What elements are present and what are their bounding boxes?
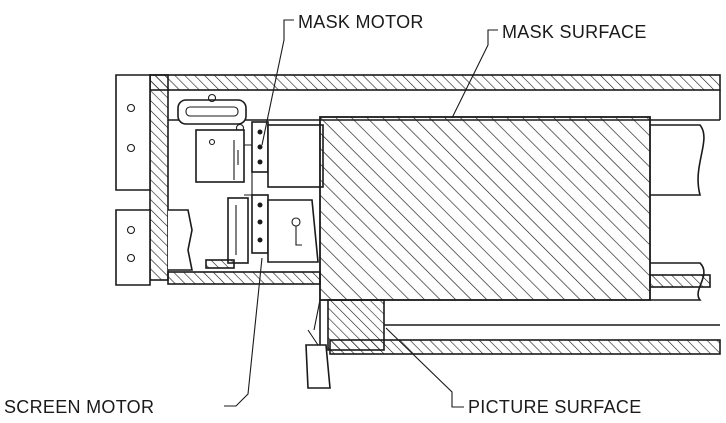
housing-floor-left	[167, 271, 321, 285]
divider-bracket	[244, 144, 253, 196]
mask-break-edge	[650, 124, 705, 196]
bracket-hole	[126, 103, 136, 113]
roller-arm	[295, 226, 302, 246]
screen-motor-label: SCREEN MOTOR	[4, 397, 154, 417]
latch-arm	[307, 329, 319, 346]
screen-roller-frame	[267, 199, 319, 263]
picture-surface-label: PICTURE SURFACE	[468, 397, 642, 417]
mask-motor-slot	[185, 106, 239, 117]
motor-base-block	[205, 259, 235, 269]
screen-motor-housing	[168, 209, 193, 271]
mask-surface-label: MASK SURFACE	[502, 22, 647, 42]
upper-mounting-bracket	[115, 74, 151, 191]
housing-top-wall	[149, 74, 721, 91]
picture-surface-leader	[385, 327, 464, 408]
gear-pin	[257, 159, 263, 165]
mask-motor-mount	[177, 99, 247, 125]
screen-motor-leader	[224, 257, 263, 407]
housing-floor-right	[649, 274, 711, 288]
mount-screw	[207, 93, 217, 103]
mask-motor-label: MASK MOTOR	[298, 12, 424, 32]
bracket-hole	[126, 253, 136, 263]
mask-surface-leader	[451, 29, 498, 119]
screen-roll-cross-section	[319, 116, 651, 301]
gear-pin	[257, 237, 263, 243]
mask-motor-leader	[261, 19, 294, 146]
mount-screw	[208, 138, 216, 146]
gear-pin	[257, 219, 263, 225]
latch-arm	[313, 299, 321, 331]
gear-pin	[257, 129, 263, 135]
housing-bottom-wall	[329, 339, 721, 355]
mask-roller-frame	[267, 124, 324, 188]
mask-motor-body	[195, 129, 245, 183]
bracket-hole	[126, 225, 136, 235]
housing-left-wall	[149, 74, 169, 281]
screen-motor-bracket	[227, 197, 249, 264]
lower-mounting-bracket	[115, 209, 151, 286]
gear-pin	[257, 202, 263, 208]
front-latch	[305, 344, 331, 389]
gear-pin	[257, 144, 263, 150]
bracket-hole	[126, 143, 136, 153]
